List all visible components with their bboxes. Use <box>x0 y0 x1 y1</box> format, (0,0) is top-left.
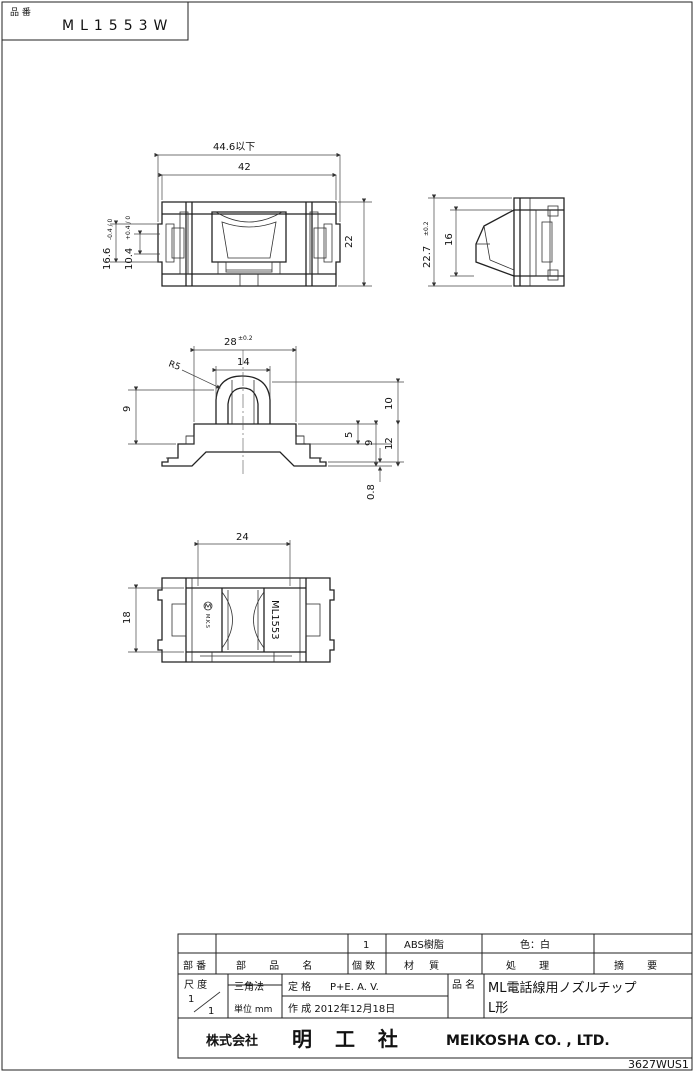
company-prefix: 株式会社 <box>206 1033 258 1049</box>
marking-text: ML1553 <box>269 600 280 640</box>
hdr-material: 材 質 <box>404 959 445 972</box>
dim-loop-width: 14 <box>237 357 250 368</box>
dim-bottom-height: 18 <box>122 611 133 624</box>
top-view: 44.6以下 42 22 16.6 -0.4 / 0 10.4 +0.4 / 0 <box>102 142 372 287</box>
dim-front-width-tol: ±0.2 <box>238 335 253 342</box>
part-number-header: 品 番 ML1553W <box>1 1 189 41</box>
hdr-process: 処 理 <box>506 959 559 972</box>
dim-depth-a-tol: -0.4 / 0 <box>107 218 114 240</box>
dim-left-9: 9 <box>122 406 133 412</box>
dim-side-total-tol: ±0.2 <box>423 221 430 236</box>
company-kanji: 明 工 社 <box>292 1027 406 1051</box>
created-date: 作 成 2012年12月18日 <box>288 1002 395 1015</box>
row1-material: ABS樹脂 <box>404 938 444 951</box>
hdr-note: 摘 要 <box>614 959 667 972</box>
dim-depth-b: 10.4 <box>124 248 135 270</box>
bottom-view: M.K.S ML1553 24 18 <box>122 532 335 663</box>
dim-h5: 5 <box>344 432 355 438</box>
title-block: 1 ABS樹脂 色：白 部 番 部 品 名 個 数 材 質 処 理 摘 要 尺 … <box>177 933 693 1059</box>
dim-depth-a: 16.6 <box>102 248 113 270</box>
scale-den: 1 <box>208 1006 214 1017</box>
row1-num: 1 <box>363 940 369 951</box>
company-en: MEIKOSHA CO. , LTD. <box>446 1033 610 1049</box>
dim-h08: 0.8 <box>366 484 377 500</box>
dim-bottom-width: 24 <box>236 532 249 543</box>
hdr-qty: 個 数 <box>352 959 375 972</box>
dim-depth-b-tol: +0.4 / 0 <box>125 216 132 240</box>
dim-h10: 10 <box>384 397 395 410</box>
row1-color: 色：白 <box>520 938 550 951</box>
logo-text: M.K.S <box>204 614 210 628</box>
rating-label: 定 格 <box>288 980 311 993</box>
name-label: 品 名 <box>452 978 475 991</box>
unit-label: 単位 mm <box>234 1003 272 1015</box>
dim-body-width: 42 <box>238 162 251 173</box>
dim-h9-right: 9 <box>364 440 375 446</box>
hdr-part-no: 部 番 <box>183 959 206 972</box>
front-view: 28 ±0.2 14 R5 9 10 5 9 12 0.8 <box>122 335 404 500</box>
dim-height-22: 22 <box>344 235 355 248</box>
projection: 三角法 <box>234 980 264 993</box>
hdr-part-name: 部 品 名 <box>236 959 322 972</box>
dim-side-total: 22.7 <box>422 246 433 268</box>
header-label: 品 番 <box>10 6 31 18</box>
drawing-number: 3627WUS1 <box>628 1058 689 1071</box>
dim-radius: R5 <box>167 359 182 372</box>
dim-side-height: 16 <box>444 233 455 246</box>
dim-front-width: 28 <box>224 337 237 348</box>
side-view: 22.7 ±0.2 16 <box>422 194 565 287</box>
product-name-2: L形 <box>488 1001 508 1016</box>
dim-overall-width: 44.6以下 <box>213 142 255 153</box>
header-part-number: ML1553W <box>62 18 173 34</box>
dim-h12: 12 <box>384 437 395 450</box>
rating-value: P+E. A. V. <box>330 982 379 993</box>
scale-num: 1 <box>188 994 194 1005</box>
scale-label: 尺 度 <box>184 978 207 991</box>
product-name-1: ML電話線用ノズルチップ <box>488 980 636 996</box>
